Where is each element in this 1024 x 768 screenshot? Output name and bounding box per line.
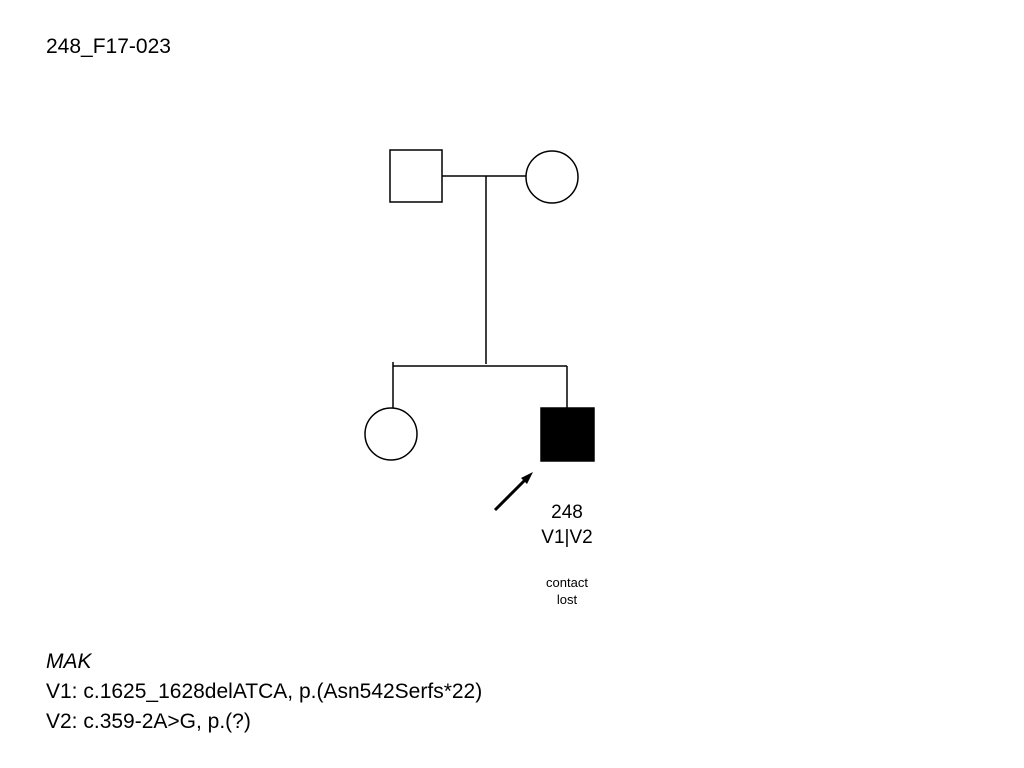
proband-note-line1: contact — [546, 575, 588, 590]
proband-arrow-head — [521, 472, 533, 484]
family-id-label: 248_F17-023 — [46, 35, 171, 58]
proband-note-line2: lost — [556, 592, 578, 607]
sister-circle — [364, 407, 418, 461]
proband-genotype-label: V1|V2 — [541, 527, 593, 548]
variant-legend: MAK V1: c.1625_1628delATCA, p.(Asn542Ser… — [46, 647, 482, 737]
gene-name: MAK — [46, 650, 92, 673]
mother-circle — [525, 150, 579, 204]
proband-note: contact lost — [527, 574, 607, 608]
proband-square-affected — [540, 407, 595, 462]
father-square — [389, 149, 443, 203]
proband-arrow-shaft — [493, 477, 528, 512]
variant-2-description: V2: c.359-2A>G, p.(?) — [46, 710, 251, 733]
variant-1-description: V1: c.1625_1628delATCA, p.(Asn542Serfs*2… — [46, 680, 483, 703]
proband-id-label: 248 — [551, 502, 583, 523]
